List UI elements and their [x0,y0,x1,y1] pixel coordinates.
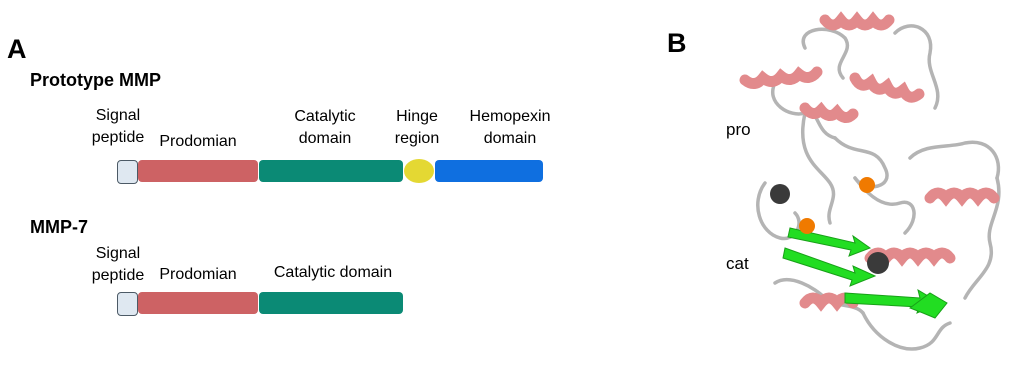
loop-9 [861,311,952,351]
pro-domain-label: pro [726,120,751,139]
beta-strands [782,227,948,319]
strand-2 [782,247,877,287]
hinge-region-label-line1: Hinge [396,108,438,125]
loop-5 [756,181,801,241]
prototype-signal-peptide-box [117,160,138,184]
signal-peptide-label: Signal peptide [78,105,158,149]
signal-peptide-label-line1: Signal [95,107,141,124]
hemopexin-domain-label-line2: domain [483,130,537,147]
mmp7-prodomain-label: Prodomian [159,266,237,283]
catalytic-domain-label-line2: domain [298,130,352,147]
mmp7-signal-peptide-label-line2: peptide [91,267,145,284]
prototype-prodomain-bar [138,160,258,182]
calcium-ion-2 [799,218,815,234]
prototype-mmp-title: Prototype MMP [30,70,162,90]
helix-1 [819,11,895,31]
mmp7-title: MMP-7 [30,217,88,237]
mmp7-signal-peptide-label-line1: Signal [95,245,141,262]
signal-peptide-label-line2: peptide [91,129,145,146]
loop-1 [801,27,850,80]
metal-ions [770,177,889,274]
helix-4 [799,101,859,123]
mmp7-catalytic-domain-label: Catalytic domain [273,264,393,281]
calcium-ion-1 [859,177,875,193]
loop-2 [893,24,940,110]
helix-3 [849,72,925,103]
loop-11 [801,111,836,225]
prodomain-label: Prodomian [159,133,237,150]
catalytic-domain-label-line1: Catalytic [294,108,356,125]
mmp7-ribbon-structure [739,11,1001,351]
strand-1 [787,227,872,257]
helix-2 [739,66,823,89]
panel-b-letter: B [667,28,687,58]
mmp7-catalytic-domain-bar [259,292,403,314]
hinge-region-label-line2: region [394,130,440,147]
cat-domain-label: cat [726,254,749,273]
hinge-region-label: Hinge region [382,106,452,150]
catalytic-domain-label: Catalytic domain [275,106,375,150]
mmp7-signal-peptide-box [117,292,138,316]
zinc-ion-1 [770,184,790,204]
loop-6 [908,140,1001,180]
zinc-ion-2 [867,252,889,274]
prototype-hemopexin-domain-bar [435,160,543,182]
hemopexin-domain-label: Hemopexin domain [455,106,565,150]
mmp7-prodomain-bar [138,292,258,314]
prototype-hinge-region-ellipse [404,159,434,183]
mmp7-signal-peptide-label: Signal peptide [78,243,158,287]
prototype-catalytic-domain-bar [259,160,403,182]
loop-4 [833,136,889,189]
strand-4 [908,292,948,319]
hemopexin-domain-label-line1: Hemopexin [469,108,551,125]
helix-5 [924,187,1000,207]
panel-a-letter: A [7,34,27,64]
